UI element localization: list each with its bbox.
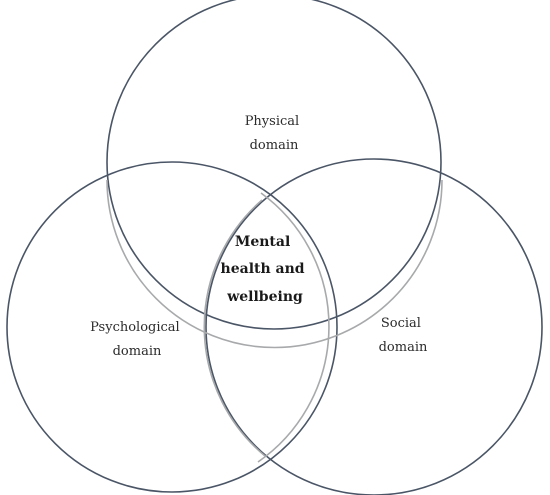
intersection-label-line1: Mental <box>235 234 290 250</box>
social-domain-circle <box>205 158 543 495</box>
intersection-label-line3: wellbeing <box>226 289 303 305</box>
psychological-domain-label: Psychological domain <box>90 320 184 359</box>
physical-domain-circle <box>106 0 442 330</box>
physical-inner-arc <box>106 179 443 349</box>
social-domain-label-line1: Social <box>381 316 421 331</box>
psychological-domain-circle <box>6 161 338 493</box>
social-inner-arc <box>203 199 266 457</box>
psychological-domain-label-line2: domain <box>113 344 162 359</box>
social-domain-label: Social domain <box>379 316 428 355</box>
psychological-domain-label-line1: Psychological <box>90 320 180 335</box>
intersection-label: Mental health and wellbeing <box>221 234 310 305</box>
physical-domain-label: Physical domain <box>245 114 304 153</box>
physical-domain-label-line2: domain <box>250 138 299 153</box>
psychological-inner-arc <box>257 192 330 463</box>
physical-domain-label-line1: Physical <box>245 114 299 129</box>
intersection-label-line2: health and <box>221 261 305 277</box>
social-domain-label-line2: domain <box>379 340 428 355</box>
